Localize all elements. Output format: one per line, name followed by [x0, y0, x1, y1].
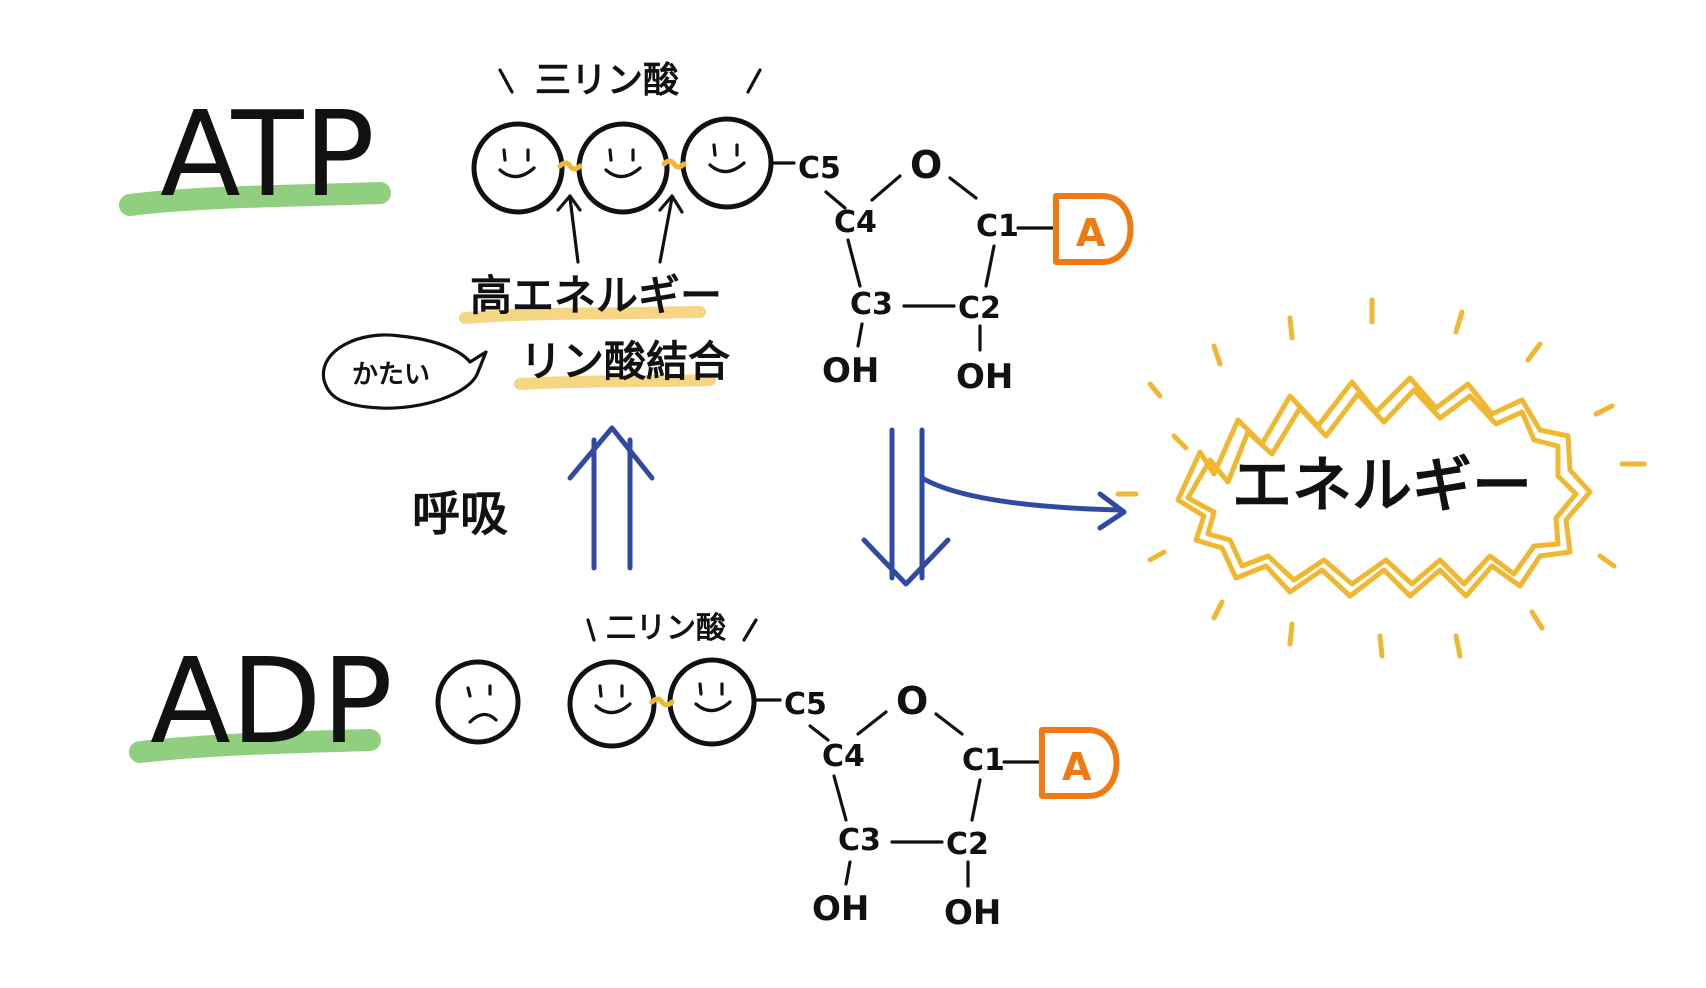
adp-bracket-right: [742, 618, 758, 642]
bond-highlight: [514, 374, 716, 390]
adp-c2: C2: [946, 827, 989, 862]
adp-oh-right: OH: [944, 893, 1001, 933]
high-energy-text: 高エネルギー: [470, 271, 722, 320]
atp-oh-right: OH: [956, 357, 1013, 397]
atp-section: ATP 三リン酸: [119, 60, 1134, 410]
adp-c1: C1: [962, 743, 1005, 778]
energy-burst: [1115, 297, 1647, 659]
atp-label-highlight: [119, 182, 391, 216]
adp-bracket-left: [586, 618, 596, 642]
atp-base-label: A: [1076, 211, 1106, 255]
adp-label-highlight: [129, 729, 381, 763]
atp-phosphate-1: [471, 121, 565, 215]
atp-high-energy-bond-1: [557, 160, 583, 172]
adp-c5: C5: [784, 687, 827, 722]
atp-oh-left: OH: [822, 351, 879, 391]
adp-section: ADP 二リン酸 C5 C4: [129, 611, 1120, 933]
atp-phosphate-2: [576, 121, 670, 215]
adp-label: ADP: [150, 632, 393, 770]
respiration-arrow: [567, 425, 655, 571]
hydrolysis-arrow: [861, 427, 1127, 587]
released-phosphate: [435, 659, 521, 745]
atp-c5: C5: [798, 151, 841, 186]
atp-bond-arrows: [556, 194, 684, 264]
atp-high-energy-bond-2: [661, 158, 687, 170]
atp-c4: C4: [834, 205, 877, 240]
adp-high-energy-bond: [649, 696, 675, 708]
atp-base-shape: [1053, 193, 1134, 265]
atp-label: ATP: [160, 85, 375, 223]
atp-c3: C3: [850, 287, 893, 322]
bubble-text: かたい: [352, 360, 430, 390]
adp-phosphate-1: [567, 659, 657, 749]
respiration-text: 呼吸: [412, 486, 508, 542]
adp-phosphate-2: [667, 657, 757, 747]
adp-phosphate-label: 二リン酸: [606, 611, 727, 646]
adp-o: O: [896, 679, 928, 723]
adp-base-label: A: [1062, 745, 1092, 789]
energy-text: エネルギー: [1232, 451, 1532, 521]
adp-ribose: C5 C4 O C1 C3 C2 OH OH: [754, 679, 1040, 933]
atp-phosphate-label: 三リン酸: [535, 60, 679, 101]
bond-text: リン酸結合: [520, 337, 730, 386]
adp-base-shape: [1039, 727, 1120, 799]
adp-c4: C4: [822, 739, 865, 774]
atp-bracket-left: [498, 68, 514, 94]
adp-oh-left: OH: [812, 889, 869, 929]
atp-phosphate-3: [680, 116, 774, 210]
atp-c2: C2: [958, 291, 1001, 326]
high-energy-highlight: [459, 306, 706, 324]
atp-c1: C1: [976, 209, 1019, 244]
atp-o: O: [910, 143, 942, 187]
atp-ribose: C5 C4 O C1 C3 C2 OH OH: [771, 143, 1054, 397]
adp-c3: C3: [838, 823, 881, 858]
atp-bracket-right: [746, 68, 762, 94]
bubble: [321, 333, 488, 410]
